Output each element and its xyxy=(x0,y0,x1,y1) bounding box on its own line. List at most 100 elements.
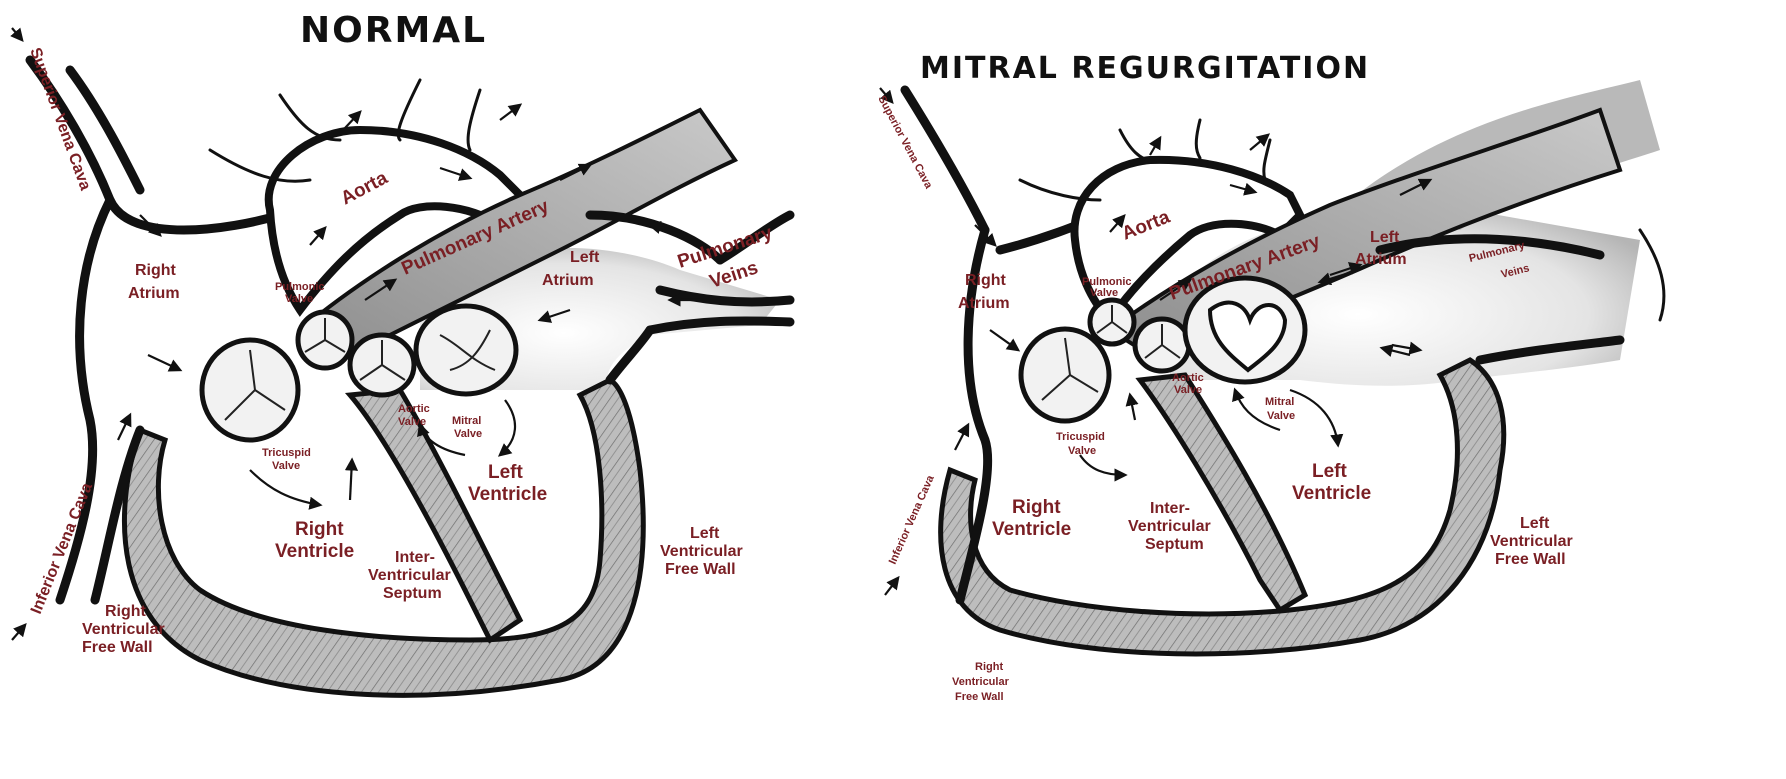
panel-title: MITRAL REGURGITATION xyxy=(920,51,1370,86)
label-tricuspid-valve-1: Tricuspid xyxy=(1056,431,1105,443)
label-right-atrium-1: Right xyxy=(965,272,1007,289)
arrow-into-aorta xyxy=(1109,214,1126,233)
arrow-la-regurgitant-a xyxy=(1391,341,1423,355)
arrow-ivc-into-ra xyxy=(954,422,970,451)
aortic-valve-cusps xyxy=(359,340,406,381)
label-lvfw-3: Free Wall xyxy=(665,561,736,578)
label-aortic-valve-2: Valve xyxy=(1174,384,1202,396)
arrow-aortic-arch xyxy=(439,166,473,181)
label-aortic-valve-2: Valve xyxy=(398,416,426,428)
label-pulmonic-valve-2: Valve xyxy=(1090,287,1118,299)
arrow-pa-flow-2 xyxy=(1399,178,1433,196)
ivc-wall-inner xyxy=(90,425,145,605)
arrow-lv-outflow xyxy=(417,422,466,457)
interventricular-septum xyxy=(344,387,524,644)
label-ivs-1: Inter- xyxy=(395,549,435,566)
mitral-valve-ring xyxy=(413,303,519,397)
label-ivs-1: Inter- xyxy=(1150,500,1190,517)
aorta-vessel xyxy=(264,125,526,317)
pulmonic-valve-cusps xyxy=(1096,305,1128,334)
aortic-valve-cusps xyxy=(1144,324,1181,359)
label-rvfw-1: Right xyxy=(975,661,1003,673)
label-right-ventricle-1: Right xyxy=(295,519,344,540)
ventricular-free-wall xyxy=(938,357,1507,657)
label-right-atrium-1: Right xyxy=(135,262,177,279)
interventricular-septum xyxy=(1135,372,1309,614)
label-left-ventricle-1: Left xyxy=(1312,461,1348,482)
label-tricuspid-valve-1: Tricuspid xyxy=(262,447,311,459)
label-svc: Superior Vena Cava xyxy=(26,46,93,193)
mitral-regurgitant-orifice xyxy=(1207,300,1288,373)
arrow-svc-top xyxy=(879,87,894,105)
pulmonic-valve-cusps xyxy=(304,318,346,353)
arrow-pv-upper xyxy=(647,220,681,234)
arrow-into-aorta xyxy=(309,226,327,246)
label-left-ventricle-2: Ventricle xyxy=(1292,483,1371,504)
label-pulmonic-valve-2: Valve xyxy=(285,293,313,305)
label-right-ventricle-2: Ventricle xyxy=(992,519,1071,540)
aorta-branch-1 xyxy=(208,148,312,183)
aorta-branch-3 xyxy=(396,78,422,142)
arrow-la-regurgitant-b xyxy=(1379,344,1411,357)
label-mitral-valve-2: Valve xyxy=(1267,410,1295,422)
panel-title: NORMAL xyxy=(300,10,487,51)
left-atrium-floor xyxy=(1475,335,1625,365)
arrow-aortic-arch xyxy=(1229,182,1258,196)
arrow-svc-into-ra xyxy=(139,214,162,237)
label-rvfw-1: Right xyxy=(105,603,147,620)
label-rvfw-2: Ventricular xyxy=(82,621,165,638)
label-pulmonic-valve-1: Pulmonic xyxy=(1082,276,1132,288)
arrow-aorta-branch-2 xyxy=(499,103,523,121)
label-right-ventricle-2: Ventricle xyxy=(275,541,354,562)
label-left-ventricle-2: Ventricle xyxy=(468,484,547,505)
label-aortic-valve-1: Aortic xyxy=(1172,372,1204,384)
panel-mitral-regurgitation: MITRAL REGURGITATION xyxy=(875,51,1666,703)
arrow-lv-inflow xyxy=(1289,388,1344,448)
pulmonary-vein-lower xyxy=(645,316,795,335)
label-rvfw-3: Free Wall xyxy=(82,639,153,656)
tricuspid-valve-ring xyxy=(199,337,301,443)
label-rvfw-2: Ventricular xyxy=(952,676,1010,688)
arrow-la-bidirectional-b xyxy=(1317,270,1353,286)
label-pulmonary-veins-1: Pulmonary xyxy=(675,222,775,272)
arrow-ra-to-tv xyxy=(147,354,183,372)
label-aortic-valve-1: Aortic xyxy=(398,403,430,415)
left-atrium-roof xyxy=(1375,234,1605,260)
label-lvfw-3: Free Wall xyxy=(1495,551,1566,568)
label-left-atrium-2: Atrium xyxy=(542,272,594,289)
arrow-lv-inflow xyxy=(497,399,517,457)
left-atrium-lower-wall xyxy=(605,325,655,385)
arrow-ra-to-tv xyxy=(989,329,1021,352)
aorta-branch-2 xyxy=(1118,128,1157,164)
label-ivs-3: Septum xyxy=(1145,536,1204,553)
arrow-rv-inflow xyxy=(249,469,323,510)
arrow-svc-top xyxy=(10,27,24,43)
aorta-branch-3 xyxy=(1194,118,1202,160)
panel-normal: NORMAL xyxy=(10,10,795,698)
label-rvfw-3: Free Wall xyxy=(955,691,1004,703)
right-atrium-wall xyxy=(55,195,115,605)
label-pulmonic-valve-1: Pulmonic xyxy=(275,281,325,293)
label-right-ventricle-1: Right xyxy=(1012,497,1061,518)
label-ivs-3: Septum xyxy=(383,585,442,602)
aorta-branch-4 xyxy=(1262,138,1272,182)
label-left-ventricle-1: Left xyxy=(488,462,524,483)
label-svc: Superior Vena Cava xyxy=(875,94,935,192)
aorta-branch-2 xyxy=(278,93,342,142)
label-mitral-valve-2: Valve xyxy=(454,428,482,440)
label-left-atrium-1: Left xyxy=(570,249,600,266)
arrow-pa-flow-2 xyxy=(559,163,593,181)
tricuspid-valve-cusps xyxy=(224,349,286,421)
arrow-ivc-bottom xyxy=(884,575,900,596)
pulmonary-vein-upper xyxy=(715,210,795,265)
arrow-la-bidirectional-a xyxy=(1329,262,1363,277)
label-lvfw-1: Left xyxy=(1520,515,1550,532)
svc-wall-inner xyxy=(65,65,145,195)
pulmonary-vein-mid xyxy=(655,285,795,307)
arrow-pa-flow xyxy=(1159,278,1193,301)
label-mitral-valve-1: Mitral xyxy=(1265,396,1294,408)
arrow-svc-into-ra xyxy=(974,224,997,247)
label-mitral-valve-1: Mitral xyxy=(452,415,481,427)
arrow-pa-flow xyxy=(364,278,398,301)
